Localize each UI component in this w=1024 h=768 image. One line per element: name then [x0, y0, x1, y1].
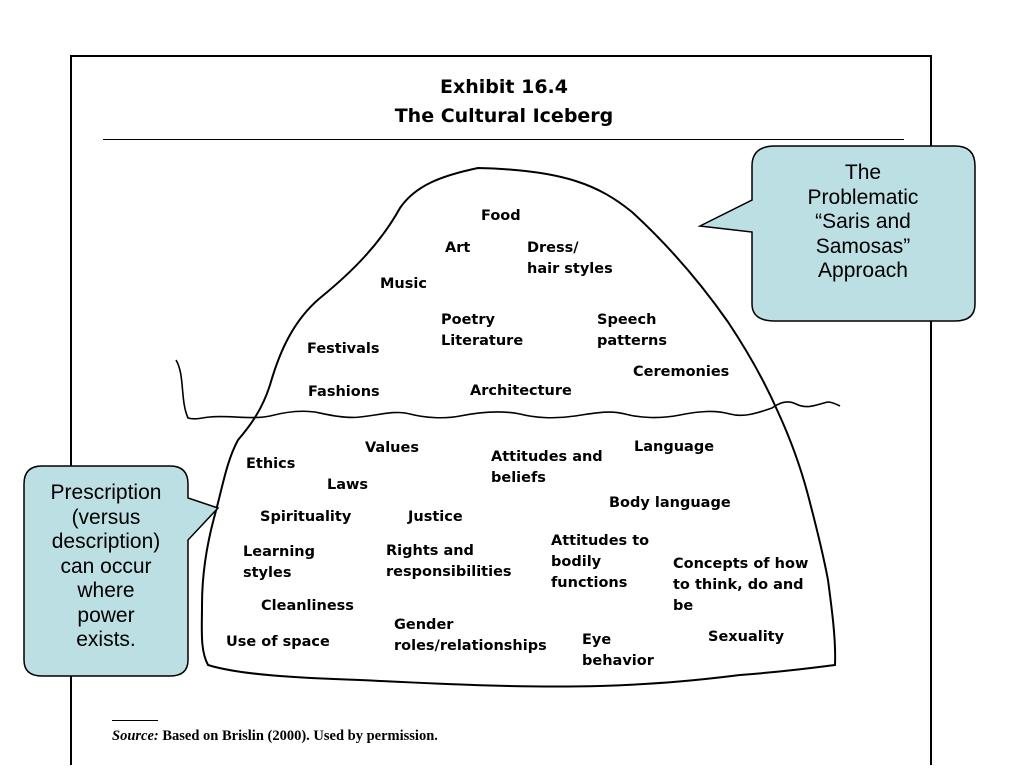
label-functions: functions — [551, 575, 628, 591]
source-note: Source: Based on Brislin (2000). Used by… — [112, 728, 438, 745]
callout-left-line: (versus — [71, 505, 141, 529]
label-festivals: Festivals — [307, 341, 380, 357]
callout-left-line: description) — [51, 530, 161, 553]
label-food: Food — [481, 208, 521, 224]
label-art: Art — [445, 240, 471, 256]
label-spirituality: Spirituality — [260, 509, 352, 525]
source-text: Based on Brislin (2000). Used by permiss… — [158, 728, 438, 744]
callout-left-shape — [23, 465, 220, 677]
source-prefix: Source: — [112, 728, 159, 744]
callout-top-line: Samosas” — [815, 234, 911, 258]
callout-top-line: Approach — [818, 259, 908, 282]
exhibit-number: Exhibit 16.4 — [440, 76, 568, 98]
callout-left-line: exists. — [76, 628, 136, 651]
callout-left-line: can occur — [60, 554, 152, 578]
label-attitudes-to: Attitudes to — [551, 533, 650, 549]
label-roles: roles/relationships — [394, 638, 547, 654]
label-concepts: Concepts of how — [673, 556, 809, 572]
source-rule — [112, 720, 158, 721]
label-attitudes: Attitudes and — [491, 449, 603, 465]
waterline — [175, 359, 841, 420]
label-think-do: to think, do and — [673, 577, 804, 593]
callout-left-text: Prescription (versus description) can oc… — [24, 481, 188, 653]
label-language: Language — [634, 439, 715, 455]
label-gender: Gender — [394, 617, 454, 633]
label-bodily: bodily — [551, 554, 602, 570]
label-ethics: Ethics — [246, 456, 296, 472]
label-speech: Speech — [597, 312, 657, 328]
label-responsibilities: responsibilities — [386, 564, 512, 580]
label-architecture: Architecture — [470, 383, 572, 399]
callout-top-line: “Saris and — [815, 210, 911, 233]
label-cleanliness: Cleanliness — [261, 598, 354, 614]
label-body-language: Body language — [609, 495, 731, 511]
callout-top-line: Problematic — [807, 185, 919, 209]
label-behavior: behavior — [582, 653, 654, 669]
callout-top-right-shape — [697, 145, 976, 322]
title-rule — [103, 139, 904, 140]
callout-left-line: where — [77, 579, 135, 602]
label-literature: Literature — [441, 333, 524, 349]
label-sexuality: Sexuality — [708, 629, 785, 645]
label-hair-styles: hair styles — [527, 261, 613, 277]
label-styles: styles — [243, 565, 292, 581]
label-rights: Rights and — [386, 543, 474, 559]
label-use-of-space: Use of space — [226, 634, 330, 650]
label-values: Values — [365, 440, 419, 456]
iceberg-outline — [200, 166, 837, 688]
label-laws: Laws — [327, 477, 369, 493]
label-be: be — [673, 598, 694, 614]
label-music: Music — [380, 276, 427, 292]
label-dress: Dress/ — [527, 240, 579, 256]
callout-top-right-text: The Problematic “Saris and Samosas” Appr… — [754, 161, 972, 284]
label-beliefs: beliefs — [491, 470, 546, 486]
label-justice: Justice — [408, 509, 463, 525]
callout-top-line: The — [844, 161, 882, 184]
exhibit-frame — [70, 55, 932, 765]
callout-left-line: power — [77, 603, 135, 627]
label-eye: Eye — [582, 632, 612, 648]
label-poetry: Poetry — [441, 312, 495, 328]
callout-left-line: Prescription — [50, 481, 162, 504]
label-learning: Learning — [243, 544, 316, 560]
label-patterns: patterns — [597, 333, 667, 349]
label-fashions: Fashions — [308, 384, 380, 400]
label-ceremonies: Ceremonies — [633, 364, 730, 380]
exhibit-title: The Cultural Iceberg — [394, 105, 614, 127]
